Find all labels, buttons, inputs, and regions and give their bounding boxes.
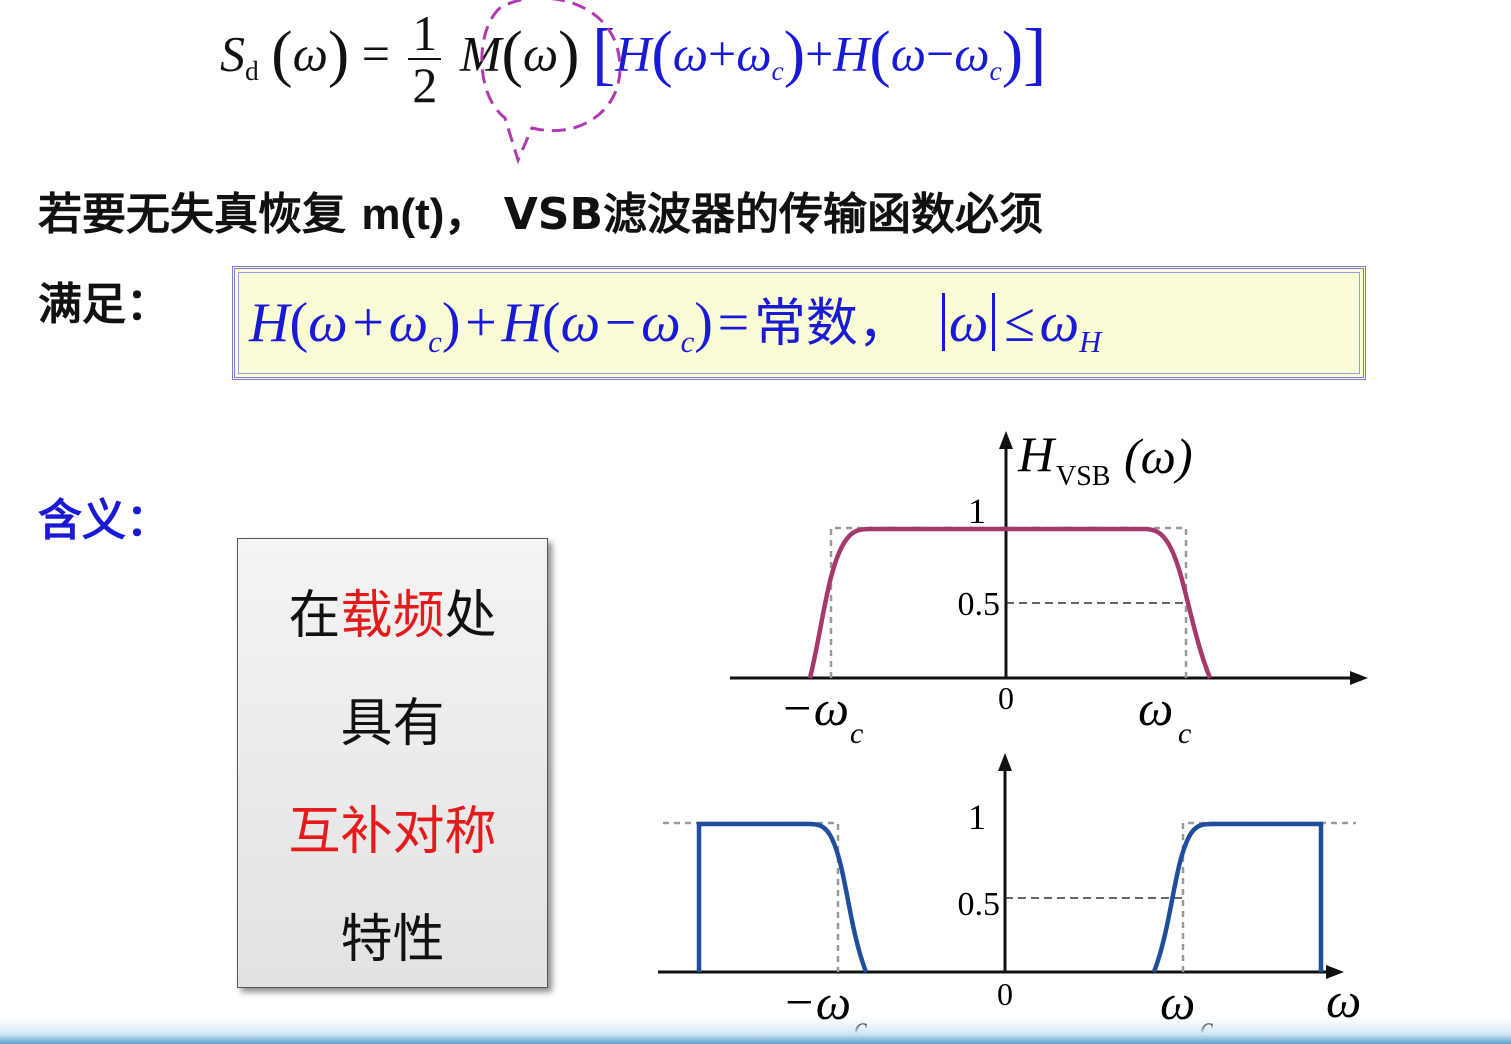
vsb-condition-formula: H(ω + ωc) + H(ω − ωc) = 常数， ω ≤ ωH [249, 292, 1102, 359]
meaning-label: 含义： [38, 495, 170, 546]
bottom-right-curve [1151, 821, 1324, 973]
formula-lhs-subscript: d [245, 55, 259, 87]
constant-text: 常数， [753, 294, 910, 354]
top-ylabel-arg: (ω) [1124, 428, 1193, 484]
top-pos-wc: ω [1138, 680, 1173, 736]
formula-lhs-symbol: S [220, 25, 245, 82]
meaning-line-3: 互补对称 [288, 802, 497, 862]
top-tick-05: 0.5 [958, 586, 1001, 623]
top-vsb-curve [807, 526, 1213, 679]
top-y-axis-arrow [999, 431, 1013, 449]
message-signal: m(t) [361, 190, 445, 239]
top-origin-label: 0 [998, 680, 1014, 716]
bottom-tick-05: 0.5 [958, 886, 1001, 923]
requirement-sentence: 若要无失真恢复 m(t)， VSB滤波器的传输函数必须 [38, 189, 1044, 240]
formula-equals: = [361, 25, 390, 82]
bottom-x-axis-arrow [1326, 965, 1344, 979]
top-ylabel-sub: VSB [1056, 461, 1110, 492]
satisfy-label: 满足： [38, 279, 170, 330]
vsb-condition-box: H(ω + ωc) + H(ω − ωc) = 常数， ω ≤ ωH [232, 266, 1366, 380]
vsb-filter-diagrams: 1 0.5 0 H VSB (ω) −ω c ω c 1 0.5 0 −ω c … [648, 425, 1511, 1044]
top-chart-hvsb: 1 0.5 0 H VSB (ω) −ω c ω c [730, 426, 1368, 750]
formula-omega: ω [292, 25, 328, 82]
top-x-axis-arrow [1350, 671, 1368, 685]
svg-text:c: c [1178, 717, 1191, 750]
bottom-tick-1: 1 [968, 797, 986, 837]
top-tick-1: 1 [968, 491, 986, 531]
bottom-left-curve [696, 821, 869, 973]
meaning-line-2: 具有 [340, 694, 445, 754]
svg-text:c: c [850, 717, 863, 750]
top-neg-wc: −ω [780, 680, 849, 736]
dashed-callout-bubble [480, 0, 622, 165]
meaning-line-1: 在载频处 [288, 586, 497, 646]
slide-footer-bar [0, 1018, 1511, 1044]
meaning-note-box: 在载频处 具有 互补对称 特性 [237, 538, 548, 988]
meaning-line-4: 特性 [340, 910, 445, 970]
formula-H-minus: H [833, 25, 870, 82]
top-ylabel-H: H [1017, 426, 1057, 482]
bottom-origin-label: 0 [997, 976, 1013, 1012]
bottom-y-axis-arrow [998, 753, 1012, 771]
